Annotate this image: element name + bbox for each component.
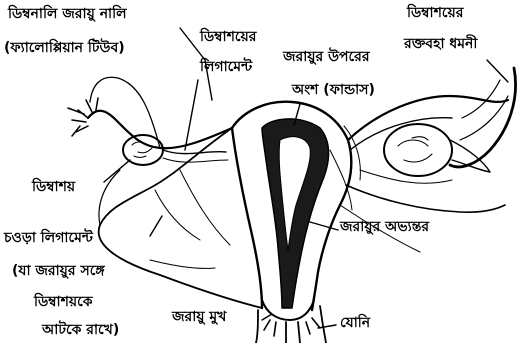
label-fallopian-tube-line2: (ফ্যালোপ্পিয়ান টিউব): [4, 41, 125, 55]
left-fimbriae: [68, 98, 98, 136]
label-uterine-cavity: জরায়ুর অভ্যন্তর: [340, 220, 429, 234]
label-broad-ligament-line3: ডিম্বাশয়কে: [34, 295, 93, 309]
label-ovarian-ligament-line2: লিগামেন্ট: [200, 60, 252, 74]
label-ovarian-artery-line1: ডিম্বাশয়ের: [407, 6, 463, 20]
label-ovary: ডিম্বাশয়: [32, 180, 75, 194]
label-fundus-line2: অংশ (ফান্ডাস): [292, 83, 375, 97]
leader-ovarian-artery: [487, 60, 508, 82]
label-vagina: যোনি: [340, 316, 370, 330]
leader-cervix: [262, 314, 272, 320]
label-broad-ligament-line4: আটকে রাখে): [42, 323, 119, 337]
label-broad-ligament-line2: (যা জরায়ুর সঙ্গে: [12, 264, 105, 278]
label-ovarian-ligament-line1: ডিম্বাশয়ের: [200, 30, 256, 44]
label-fundus-line1: জরায়ুর উপরের: [283, 50, 370, 64]
left-ovarian-ligament: [163, 150, 226, 154]
leader-uterine-cavity: [310, 222, 338, 230]
left-tube-upper-loop: [90, 77, 160, 148]
label-cervix: জরায়ু মুখ: [172, 310, 226, 324]
right-ovary: [384, 124, 452, 176]
ovarian-artery: [450, 68, 516, 167]
leader-vagina: [318, 325, 336, 328]
leader-broad-ligament: [150, 216, 162, 236]
label-fallopian-tube-line1: ডিম্বনালি জরায়ু নালি: [8, 7, 127, 21]
leader-ovary: [104, 160, 130, 182]
label-broad-ligament-line1: চওড়া লিগামেন্ট: [4, 231, 93, 245]
leader-ovarian-ligament: [185, 80, 198, 150]
label-ovarian-artery-line2: রক্তবহা ধমনী: [404, 37, 477, 51]
